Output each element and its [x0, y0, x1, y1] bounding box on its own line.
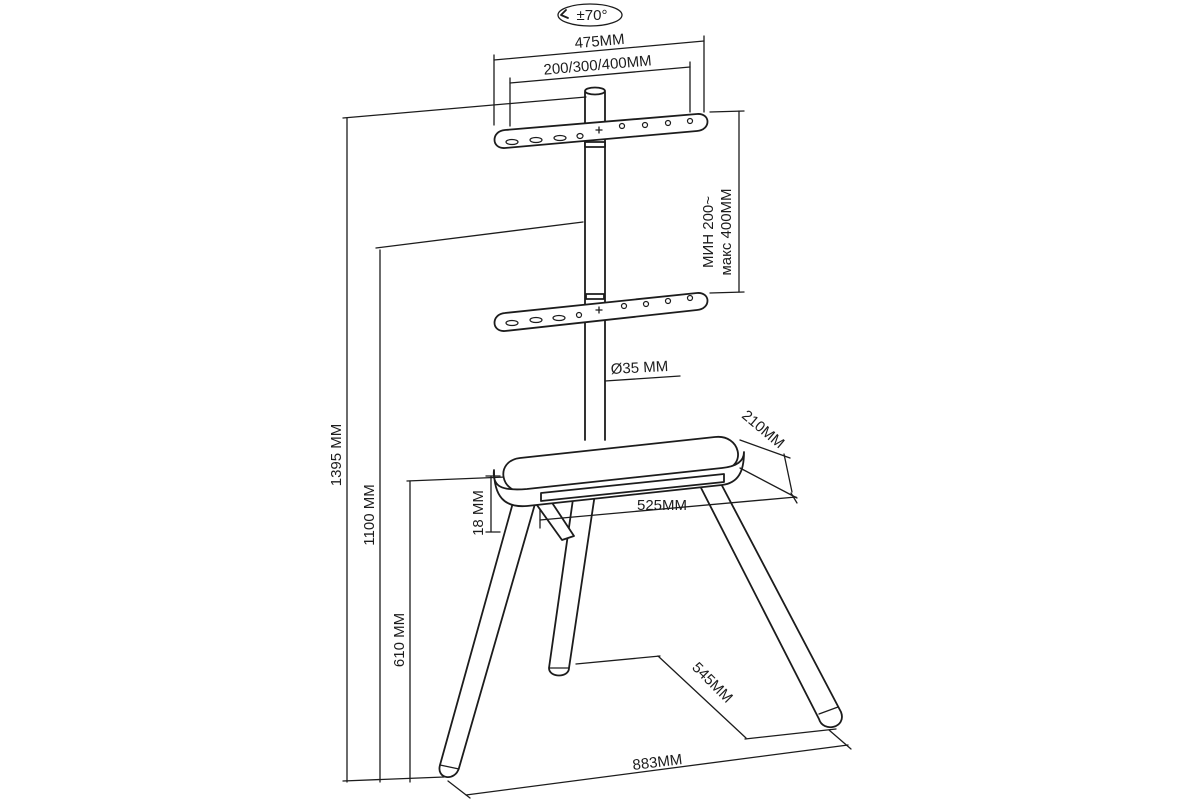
shelf-height-dimension: 610 ММ: [391, 476, 507, 783]
shelf-width-label: 525ММ: [637, 497, 687, 514]
rotation-arrow-icon: [560, 9, 569, 19]
rotation-label: ±70°: [577, 7, 608, 24]
bracket-width-dimension: 475ММ: [493, 31, 705, 126]
shelf: [492, 436, 745, 508]
base-width-label: 883ММ: [632, 751, 684, 774]
pole-diameter-dimension: Ø35 ММ: [604, 358, 681, 382]
pole-diameter-label: Ø35 ММ: [610, 358, 668, 378]
shelf-height-label: 610 ММ: [391, 613, 408, 667]
bracket-spacing-label-line2: макс 400ММ: [718, 188, 735, 275]
upper-bracket: [493, 113, 709, 149]
base-width-dimension: 883ММ: [447, 729, 852, 799]
bolt-icon: [595, 306, 603, 314]
lower-bracket: [493, 292, 709, 332]
bracket-spacing-label-line1: МИН 200~: [700, 196, 717, 268]
shelf-depth-dimension: 210ММ: [738, 407, 798, 499]
leg-depth-label: 545ММ: [688, 659, 735, 706]
total-height-dimension: 1395 ММ: [328, 96, 587, 783]
total-height-label: 1395 ММ: [328, 424, 345, 487]
upper-bracket-height-label: 1100 ММ: [361, 484, 378, 545]
center-pole: [584, 86, 606, 441]
shelf-thickness-label: 18 ММ: [470, 490, 487, 536]
rotation-indicator: ±70°: [557, 3, 623, 27]
bracket-spacing-dimension: МИН 200~ макс 400ММ: [700, 110, 745, 294]
legs: [438, 477, 843, 778]
upper-bracket-height-dimension: 1100 ММ: [361, 221, 584, 783]
shelf-width-dimension: 525ММ: [539, 492, 798, 529]
bracket-width-label: 475ММ: [574, 31, 625, 52]
baseline: [342, 776, 445, 782]
shelf-depth-label: 210ММ: [738, 407, 787, 452]
bolt-icon: [595, 126, 603, 134]
rotation-ellipse: [557, 3, 623, 27]
